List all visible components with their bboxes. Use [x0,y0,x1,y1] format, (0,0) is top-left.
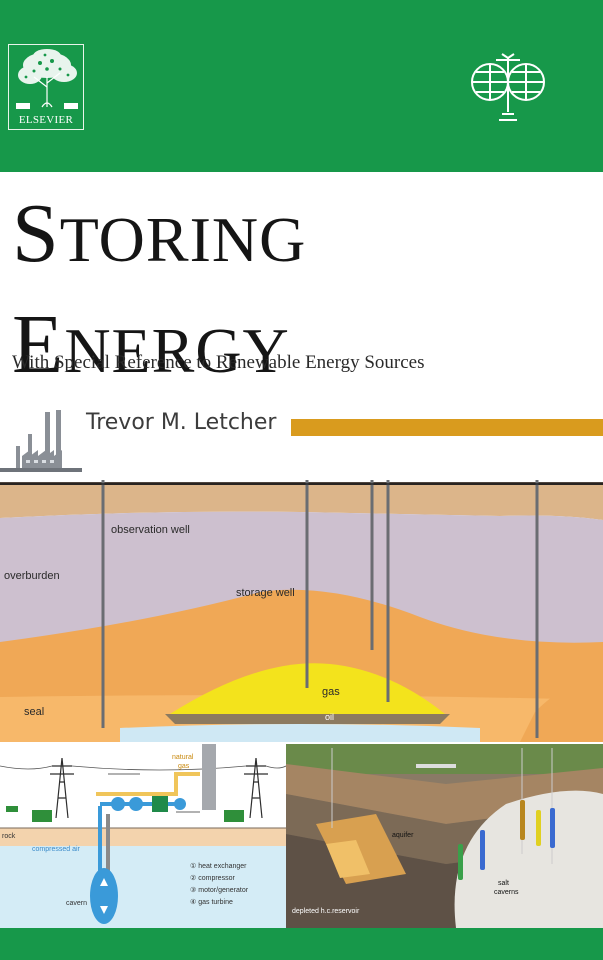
factory-icon [0,410,82,472]
legend-item-2: ② compressor [190,875,235,882]
aquifer-label: aquifer [392,832,414,839]
book-title: STORING ENERGY [12,190,306,412]
natural-gas-label-2: gas [178,763,190,770]
rock-label: rock [2,833,16,840]
compressed-air-label: compressed air [32,846,80,853]
observation-well-label: observation well [111,524,190,536]
elsevier-tree-icon [16,49,78,109]
globe-scales-society-icon [471,53,545,121]
geology-diagram: observation well overburden storage well… [0,472,603,742]
title-line-1: STORING [12,187,307,280]
storage-well-label: storage well [236,587,295,599]
overburden-label: overburden [4,570,60,582]
oil-band [165,714,450,724]
elsevier-logo: ELSEVIER [8,44,84,130]
legend-item-3: ③ motor/generator [190,887,249,894]
top-green-band: ELSEVIER [0,0,603,172]
elsevier-wordmark: ELSEVIER [18,114,74,126]
caes-diagram: natural gas rock compressed air cavern ①… [0,744,286,928]
pylon-right-icon [244,757,268,819]
depleted-reservoir-label: depleted h.c.reservoir [292,908,360,915]
pylon-left-icon [50,757,74,819]
top-soil-layer [0,485,603,520]
caes-legend: ① heat exchanger ② compressor ③ motor/ge… [190,862,248,906]
natural-gas-label-1: natural [172,754,194,761]
oil-label: oil [325,712,335,722]
gas-dome [170,663,445,714]
legend-item-4: ④ gas turbine [190,899,233,906]
gas-label: gas [322,686,340,698]
title-line-2: ENERGY [12,298,290,391]
author-name: Trevor M. Letcher [86,410,277,435]
salt-dome [454,790,603,928]
salt-caverns-label-1: salt [498,880,509,887]
author-accent-bar [291,419,603,436]
salt-caverns-label-2: caverns [494,889,519,896]
reservoir-diagram: aquifer salt caverns depleted h.c.reserv… [286,744,603,928]
cavern-label: cavern [66,900,88,907]
book-subtitle: With Special Reference to Renewable Ener… [12,352,425,373]
bottom-green-band [0,928,603,960]
legend-item-1: ① heat exchanger [190,863,247,870]
seal-label: seal [24,706,45,718]
